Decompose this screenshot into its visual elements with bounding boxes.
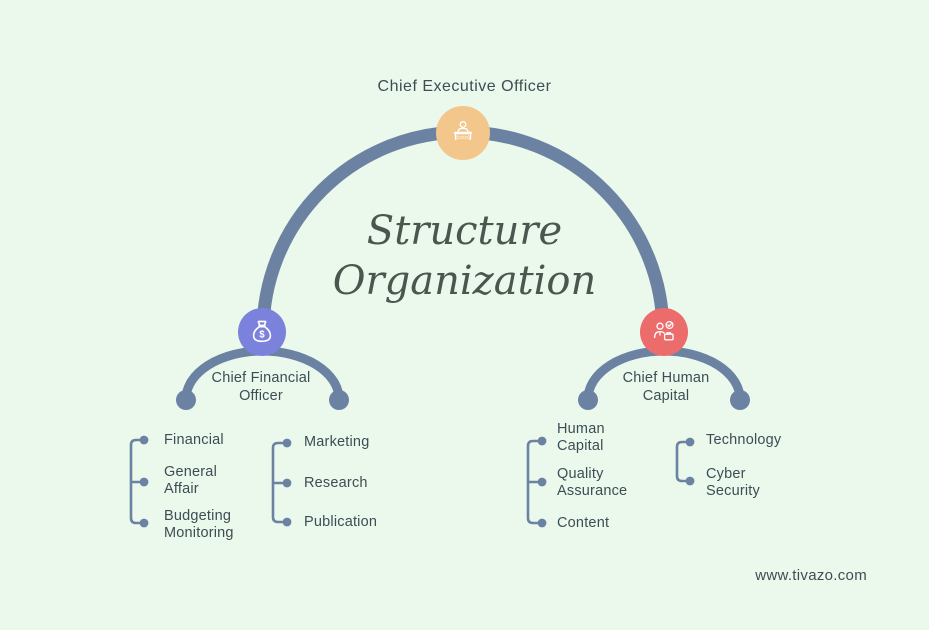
list-item: Publication <box>304 514 378 530</box>
list-bracket <box>675 440 687 483</box>
list-dot <box>139 435 149 445</box>
list-bracket <box>129 438 141 525</box>
list-item: Research <box>304 475 368 491</box>
ceo-desk-icon: [CEO] <box>453 121 473 141</box>
arc-end-dot <box>176 390 196 410</box>
arc-end-dot <box>578 390 598 410</box>
list-item: Quality Assurance <box>557 466 628 499</box>
list-dot <box>139 477 149 487</box>
money-bag-icon: $ <box>252 320 272 343</box>
script-line-1: Structure <box>366 208 563 254</box>
website-url: www.tivazo.com <box>755 567 867 584</box>
ceo-node: [CEO] <box>436 106 490 160</box>
list-dot <box>282 438 292 448</box>
list-dot <box>282 517 292 527</box>
script-line-2: Organization <box>332 258 597 304</box>
list-dot <box>537 477 547 487</box>
list-item: Marketing <box>304 434 370 450</box>
page-title: Chief Executive Officer <box>377 78 552 95</box>
arc-end-dot <box>730 390 750 410</box>
list-item: Cyber Security <box>706 466 760 499</box>
arc-end-dot <box>329 390 349 410</box>
financial-branch-title: Chief Financial Officer <box>211 370 311 404</box>
list-item: Financial <box>164 432 224 448</box>
list-dot <box>685 437 695 447</box>
list-dot <box>139 518 149 528</box>
list-bracket <box>526 439 539 525</box>
list-item: Budgeting Monitoring <box>164 508 234 541</box>
list-dot <box>282 478 292 488</box>
list-dot <box>537 518 547 528</box>
list-dot <box>685 476 695 486</box>
svg-text:[CEO]: [CEO] <box>456 135 470 141</box>
financial-node: $ <box>238 308 286 356</box>
list-item: General Affair <box>164 464 217 497</box>
list-item: Content <box>557 515 610 531</box>
human-branch-title: Chief Human Capital <box>622 370 710 404</box>
hr-person-check-icon <box>653 320 674 341</box>
svg-text:$: $ <box>259 330 265 341</box>
list-item: Human Capital <box>557 421 605 454</box>
center-script-title: Structure Organization <box>0 206 929 306</box>
human-node <box>640 308 688 356</box>
list-item: Technology <box>706 432 782 448</box>
list-bracket <box>271 441 284 524</box>
list-dot <box>537 436 547 446</box>
